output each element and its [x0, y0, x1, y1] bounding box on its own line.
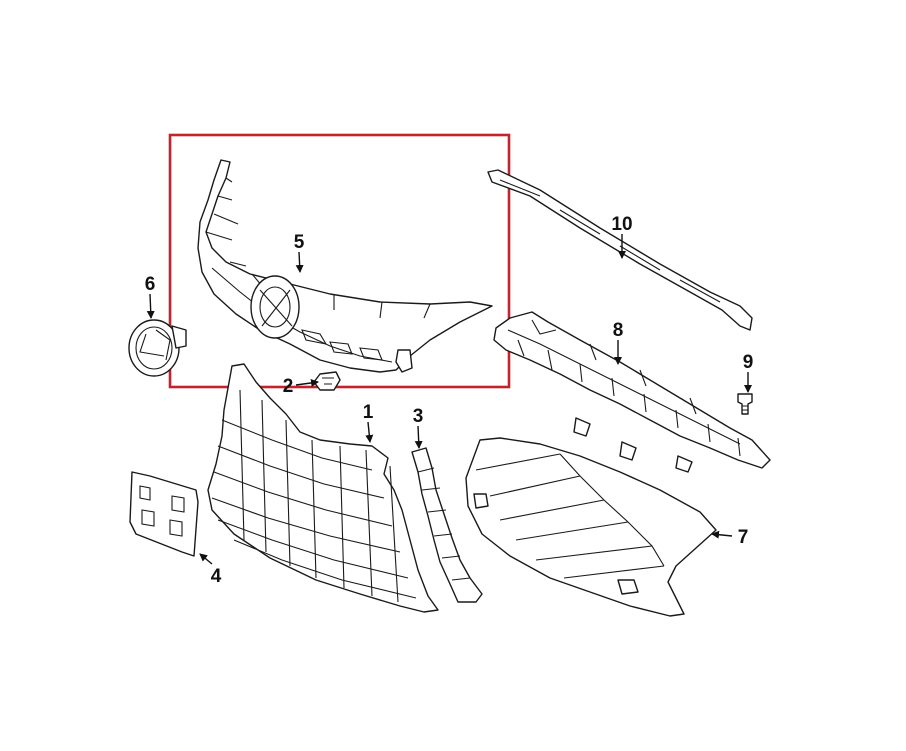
- part-8-support-bracket[interactable]: [493, 311, 771, 473]
- leader-5: [295, 251, 304, 273]
- callout-4: 4: [211, 566, 222, 587]
- part-6-emblem[interactable]: [128, 319, 187, 377]
- callout-1: 1: [363, 402, 374, 423]
- leader-6: [146, 293, 155, 319]
- leader-1: [365, 421, 374, 443]
- part-9-screw[interactable]: [737, 393, 753, 415]
- callout-2: 2: [283, 376, 294, 397]
- callout-5: 5: [294, 232, 305, 253]
- part-2-clip[interactable]: [313, 371, 341, 391]
- part-4-plate-bracket[interactable]: [129, 471, 199, 557]
- part-5-upper-grille-molding[interactable]: [197, 159, 493, 373]
- highlight-box: [168, 133, 511, 389]
- callout-7: 7: [738, 527, 749, 548]
- part-3-seal-strip[interactable]: [411, 447, 483, 603]
- leader-3: [414, 425, 423, 449]
- callout-6: 6: [145, 274, 156, 295]
- leader-2: [295, 378, 319, 387]
- callout-3: 3: [413, 406, 424, 427]
- leader-4: [199, 553, 213, 565]
- part-7-lower-deflector[interactable]: [465, 437, 717, 617]
- callout-8: 8: [613, 320, 624, 341]
- callout-10: 10: [611, 214, 632, 235]
- part-1-main-grille[interactable]: [207, 363, 439, 613]
- leader-7: [711, 530, 733, 539]
- part-10-top-molding[interactable]: [487, 169, 753, 331]
- callout-9: 9: [743, 352, 754, 373]
